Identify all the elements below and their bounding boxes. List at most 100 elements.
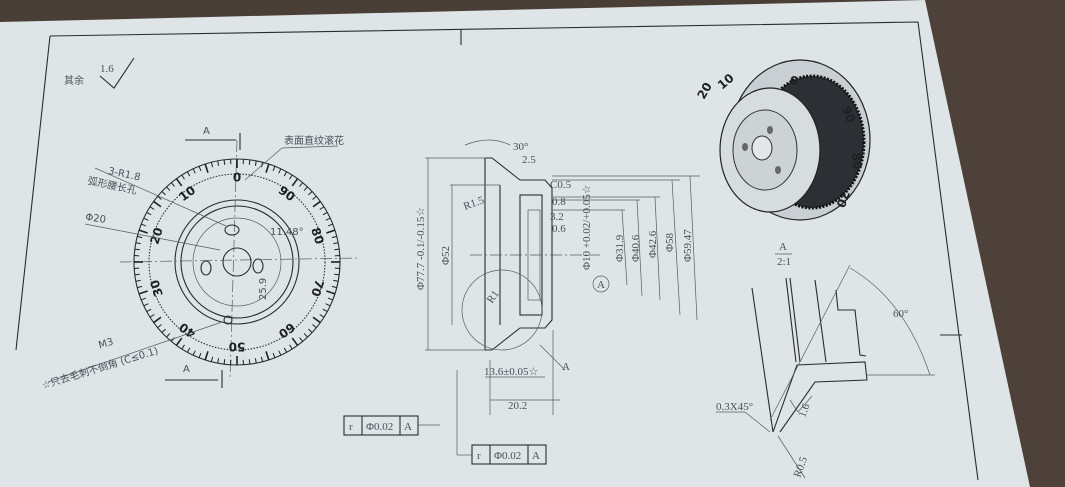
dial-tick [312, 316, 321, 324]
section-label-top: A [203, 126, 210, 137]
dial-tick [331, 235, 337, 239]
section-view [425, 157, 700, 415]
svg-text:80: 80 [849, 152, 864, 170]
dial-tick [137, 235, 143, 239]
dial-tick [157, 195, 162, 200]
dim-0-6: 0.6 [552, 223, 566, 235]
dial-tick [204, 351, 209, 361]
dial-tick [141, 297, 147, 301]
dial-tick [254, 160, 257, 166]
dim-dia-40-6: Φ40.6 [630, 234, 642, 262]
dial-tick [135, 242, 141, 245]
svg-text:r: r [477, 450, 481, 462]
dial-tick [161, 191, 166, 196]
slot-hole [224, 224, 240, 236]
dial-tick [198, 352, 202, 358]
dim-width-13-6: 13.6±0.05☆ [484, 366, 539, 378]
dial-tick [166, 333, 171, 338]
dial-tick [312, 200, 321, 208]
dial-tick [289, 344, 293, 350]
dial-tick [135, 279, 141, 282]
dial-tick [175, 178, 183, 187]
detail-leader-label: A [562, 361, 570, 373]
dim-dia-10: Φ10 +0.02/+0.05☆ [581, 184, 593, 270]
detail-view-a: A 2:1 60° 0.3X45° 1.6 R0.5 [716, 241, 935, 479]
dial-tick [334, 248, 340, 251]
dial-tick [272, 166, 276, 172]
svg-text:0.3X45°: 0.3X45° [716, 401, 753, 413]
dial-tick [134, 273, 140, 276]
dim-25: 25.9 [258, 278, 269, 300]
svg-text:60°: 60° [893, 308, 908, 320]
dim-width-20-2: 20.2 [508, 400, 527, 412]
svg-text:Φ0.02: Φ0.02 [494, 450, 521, 462]
dim-0-8: 0.8 [552, 196, 566, 208]
dial-number: 30 [147, 278, 165, 298]
dial-tick [248, 359, 251, 365]
dim-dia-31-9: Φ31.9 [614, 234, 626, 262]
drawing-frame-left [15, 35, 51, 351]
dim-dia-52: Φ52 [440, 246, 452, 265]
dial-tick [260, 162, 264, 168]
dial-number: 70 [308, 278, 326, 298]
dial-tick [319, 206, 325, 210]
knurl-ring [148, 173, 326, 351]
dial-tick [138, 229, 148, 234]
dim-dia-58: Φ58 [664, 232, 676, 252]
svg-text:0: 0 [790, 74, 798, 88]
dial-tick [326, 229, 336, 234]
angle-note: 11.48° [270, 227, 304, 238]
dial-number: 80 [308, 226, 326, 246]
dial-tick [283, 171, 288, 177]
dial-tick [223, 159, 226, 165]
dial-tick [308, 328, 313, 333]
dial-tick [291, 337, 299, 346]
dial-tick [143, 217, 149, 221]
dia-20-leader [84, 223, 221, 251]
detail-leader [539, 344, 566, 371]
dial-3d-render: 10 0 90 80 70 20 [694, 59, 871, 221]
svg-text:A: A [404, 421, 412, 433]
dial-tick [204, 163, 209, 173]
dim-2-5: 2.5 [522, 154, 536, 166]
dial-tick [141, 223, 147, 227]
dial-tick [153, 316, 162, 324]
knurl-note: 表面直纹滚花 [284, 134, 344, 147]
dial-tick [149, 206, 155, 210]
thread-label: M3 [97, 337, 115, 352]
dial-tick [153, 200, 162, 208]
dial-tick [210, 162, 214, 168]
angle-arc [464, 139, 511, 146]
dial-tick [223, 359, 226, 365]
dial-tick [181, 174, 185, 180]
svg-text:70: 70 [833, 189, 852, 209]
dial-tick [299, 337, 304, 342]
dial-tick [319, 314, 325, 318]
dial-tick [308, 191, 313, 196]
dial-tick [312, 324, 317, 329]
background-table [925, 0, 1065, 487]
dial-tick [134, 248, 140, 251]
slot-hole [200, 260, 212, 276]
dial-tick [198, 166, 202, 172]
dim-dia-77-7: Φ77.7 -0.1/-0.15☆ [415, 207, 427, 290]
section-label-bottom: A [183, 364, 190, 375]
dial-tick [265, 163, 270, 173]
dial-tick [278, 168, 282, 174]
svg-text:r: r [349, 421, 353, 433]
dial-tick [334, 273, 340, 276]
slot-leader [94, 167, 227, 227]
dial-tick [217, 160, 220, 166]
dia-20-label: Φ20 [85, 212, 107, 226]
thread-leader [47, 321, 223, 383]
dial-tick [283, 347, 288, 353]
dim-angle-30: 30° [513, 141, 528, 153]
dial-tick [327, 223, 333, 227]
svg-text:1.6: 1.6 [797, 402, 813, 419]
dial-tick [291, 178, 299, 187]
dial-tick [289, 174, 293, 180]
dial-tick [325, 303, 331, 307]
dim-3-2: 3.2 [550, 211, 564, 223]
surface-finish-value: 1.6 [100, 63, 114, 75]
